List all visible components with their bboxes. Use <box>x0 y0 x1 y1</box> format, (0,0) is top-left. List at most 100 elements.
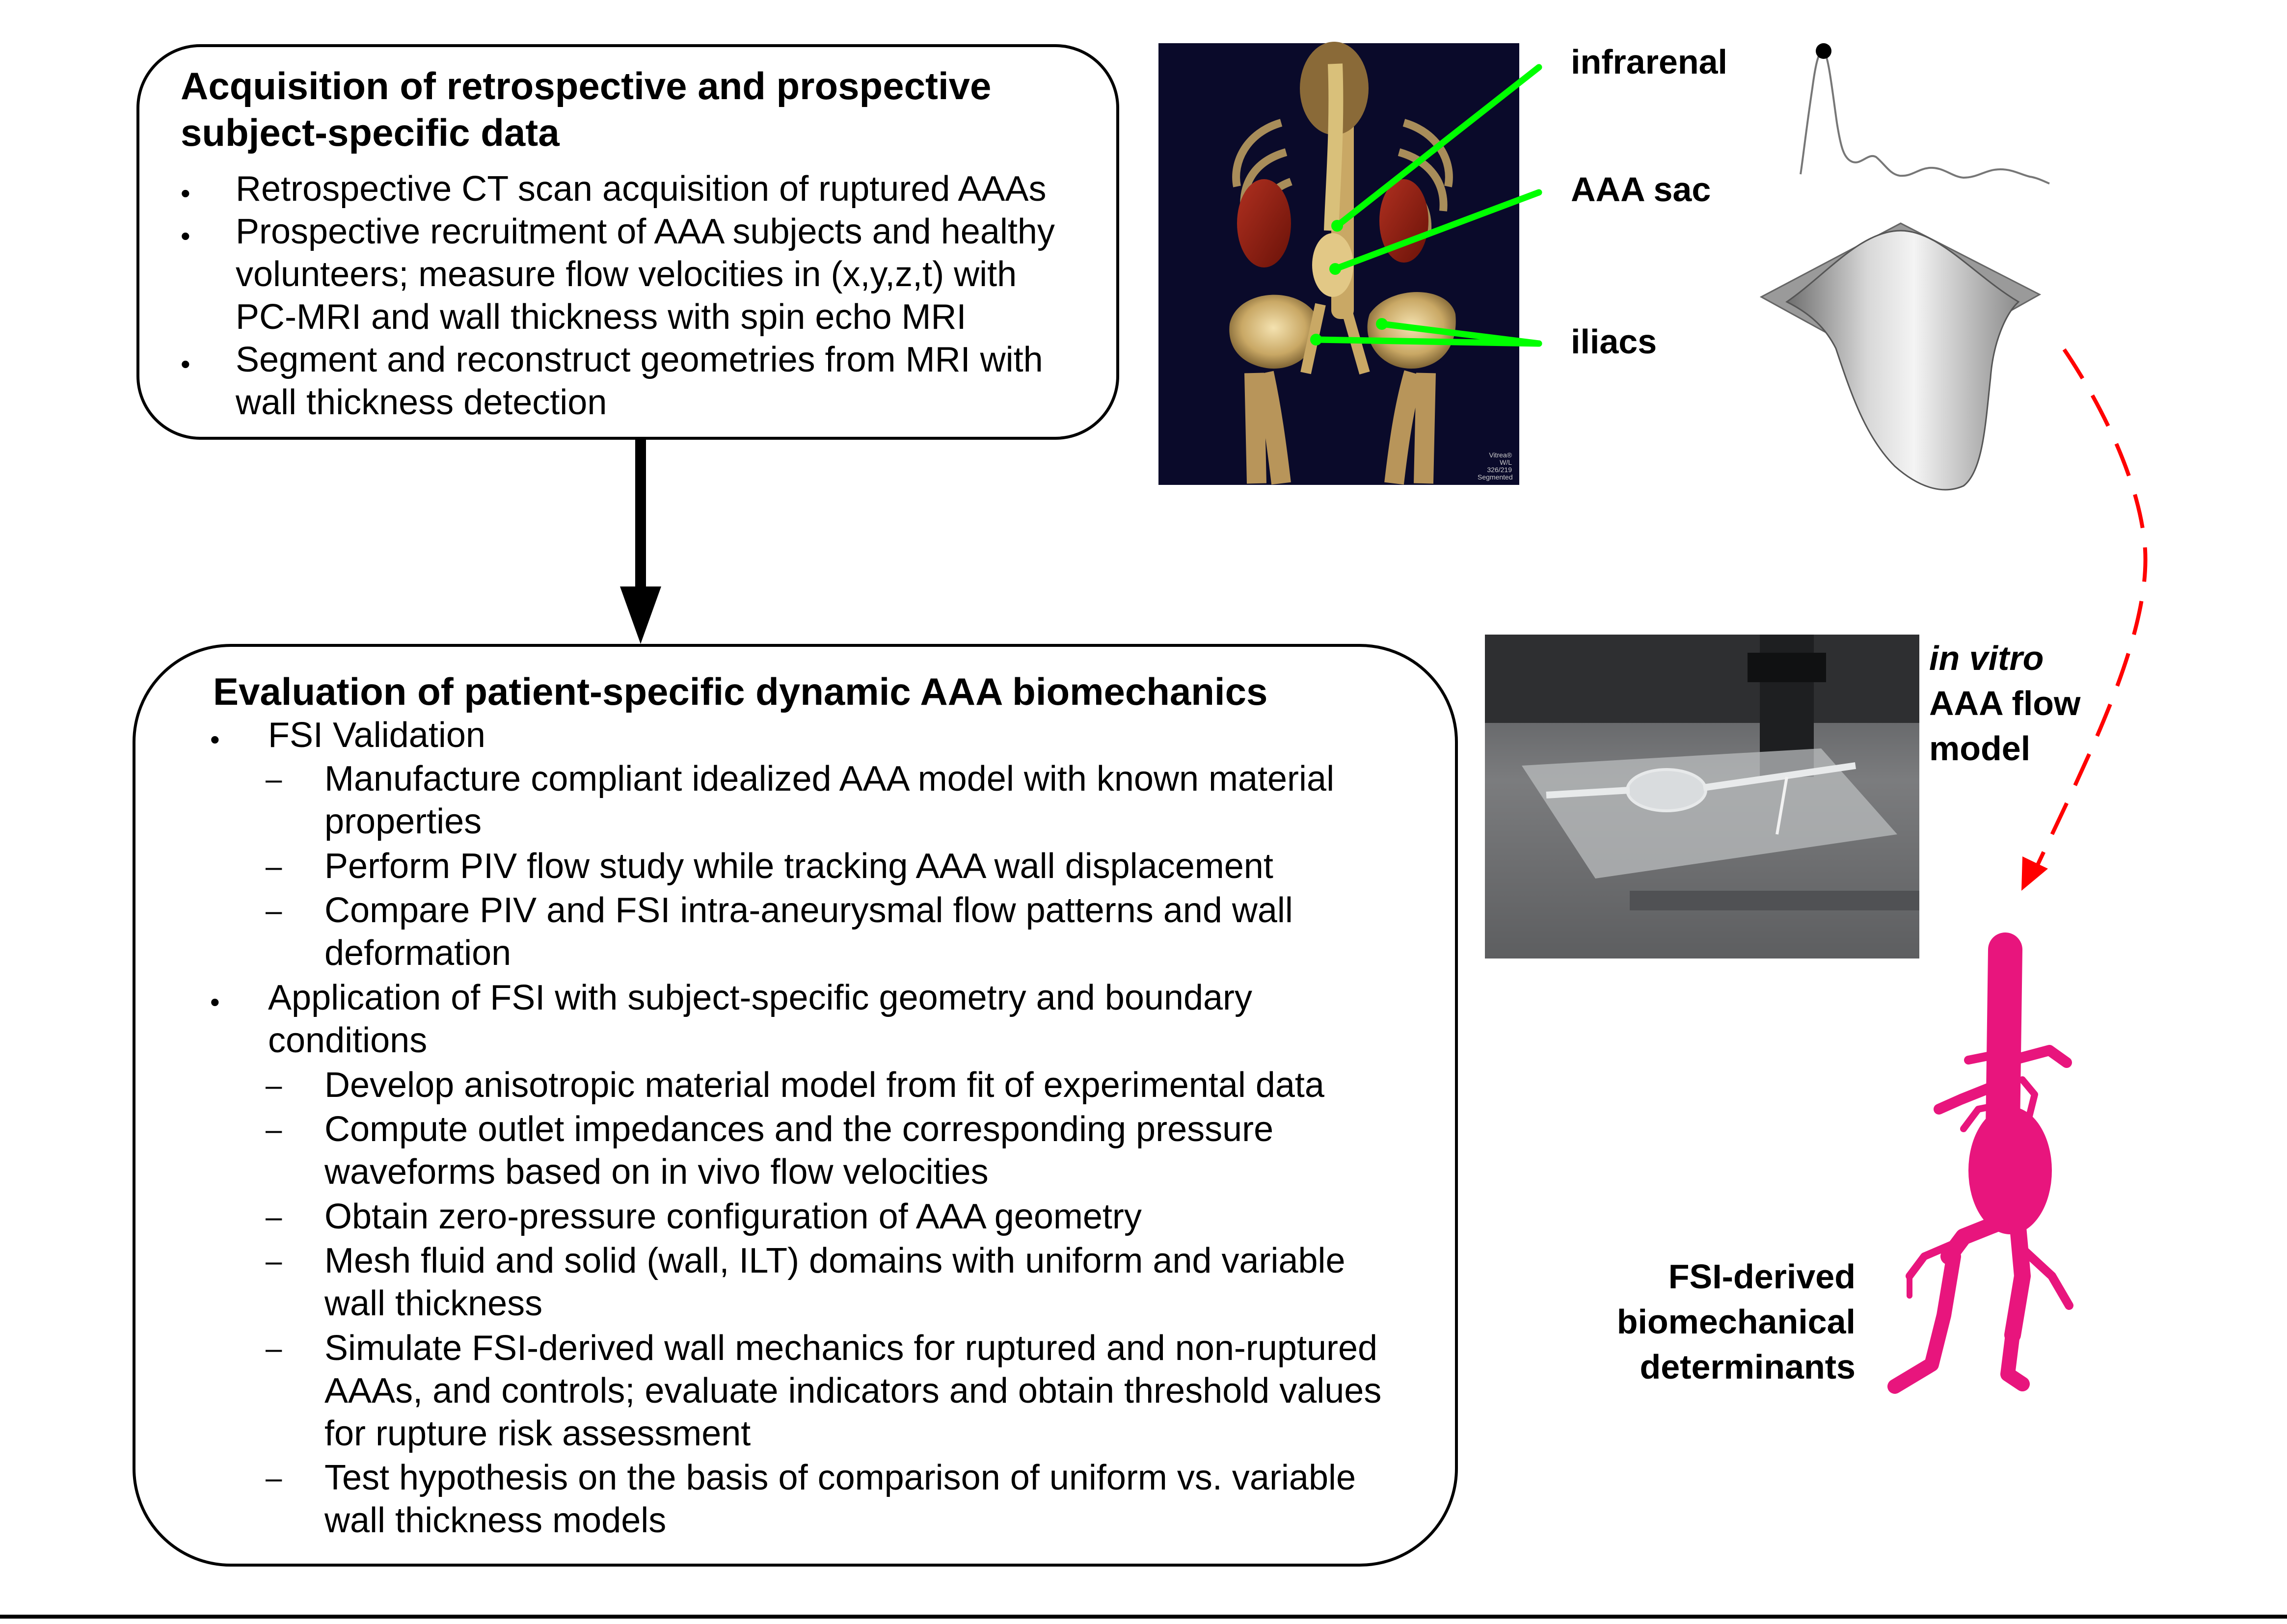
acquisition-item-1: Retrospective CT scan acquisition of rup… <box>236 168 1047 211</box>
photo-laser <box>1776 776 1788 835</box>
acquisition-item-1-line-1: Retrospective CT scan acquisition of rup… <box>236 169 1047 209</box>
ct-overlay-text: Vitrea® W/L 326/219 Segmented <box>1478 451 1513 481</box>
ct-left-femur <box>1244 371 1291 485</box>
bullet-icon: • <box>210 724 220 755</box>
acquisition-box: Acquisition of retrospective and prospec… <box>136 44 1119 440</box>
application-subitem-3: Obtain zero-pressure configuration of AA… <box>324 1196 1142 1238</box>
bottom-border <box>0 1615 2287 1619</box>
bullet-icon: • <box>181 178 190 209</box>
photo-table-edge <box>1630 891 1919 910</box>
waveform-curve <box>1800 50 2050 185</box>
label-in-vitro-line-3: model <box>1929 729 2031 768</box>
application-subitem-5-line-1: Simulate FSI-derived wall mechanics for … <box>324 1329 1378 1368</box>
application-subitem-5-line-2: AAAs, and controls; evaluate indicators … <box>324 1371 1382 1411</box>
validation-subitem-3: Compare PIV and FSI intra-aneurysmal flo… <box>324 889 1293 975</box>
acquisition-title: Acquisition of retrospective and prospec… <box>181 63 991 156</box>
model-sac <box>1785 230 2020 491</box>
application-subitem-6-line-1: Test hypothesis on the basis of comparis… <box>324 1458 1356 1497</box>
dash-icon: – <box>266 1069 282 1102</box>
acquisition-item-2-line-1: Prospective recruitment of AAA subjects … <box>236 212 1055 251</box>
application-subitem-4: Mesh fluid and solid (wall, ILT) domains… <box>324 1240 1345 1325</box>
dashed-arrow-head <box>2021 856 2048 891</box>
aaa-sac-line <box>1332 189 1542 272</box>
ct-right-femur <box>1384 370 1436 485</box>
label-in-vitro-line-1: in vitro <box>1929 639 2044 677</box>
model-renal-right <box>2007 1045 2072 1068</box>
validation-subitem-3-line-2: deformation <box>324 933 511 973</box>
model-aorta <box>1986 932 2022 1146</box>
dash-icon: – <box>266 1462 282 1494</box>
ct-left-pelvis <box>1229 294 1318 369</box>
application-subitem-4-line-2: wall thickness <box>324 1284 543 1323</box>
acquisition-item-2: Prospective recruitment of AAA subjects … <box>236 211 1055 339</box>
acquisition-title-line-2: subject-specific data <box>181 111 560 154</box>
acquisition-item-3-line-2: wall thickness detection <box>236 383 607 422</box>
model-external-iliac-left <box>1887 1249 1961 1394</box>
model-internal-iliac-left <box>1906 1238 1963 1280</box>
application-subitem-6-line-2: wall thickness models <box>324 1501 667 1540</box>
validation-subitem-3-line-1: Compare PIV and FSI intra-aneurysmal flo… <box>324 891 1293 930</box>
ct-overlay-line-1: Vitrea® <box>1489 451 1512 459</box>
acquisition-item-3-line-1: Segment and reconstruct geometries from … <box>236 340 1043 379</box>
label-infrarenal: infrarenal <box>1571 43 1727 81</box>
validation-subitem-1: Manufacture compliant idealized AAA mode… <box>324 758 1334 843</box>
dash-icon: – <box>266 1200 282 1233</box>
validation-subitem-1-line-2: properties <box>324 802 482 841</box>
application-subitem-1: Develop anisotropic material model from … <box>324 1064 1324 1107</box>
photo-aaa-phantom <box>1626 768 1707 812</box>
model-small-branch-2 <box>2019 1076 2038 1127</box>
model-internal-iliac-right <box>2016 1242 2073 1310</box>
ct-aorta <box>1324 63 1344 231</box>
patient-specific-model <box>1887 932 2073 1394</box>
infrarenal-line <box>1334 64 1542 229</box>
ct-overlay-line-3: Segmented <box>1478 473 1513 481</box>
acquisition-title-line-1: Acquisition of retrospective and prospec… <box>181 64 992 107</box>
acquisition-item-2-line-3: PC-MRI and wall thickness with spin echo… <box>236 297 967 337</box>
evaluation-title: Evaluation of patient-specific dynamic A… <box>213 670 1268 713</box>
application-subitem-2-line-1: Compute outlet impedances and the corres… <box>324 1110 1274 1149</box>
ct-overlay-line-2: W/L 326/219 <box>1487 458 1512 474</box>
dashed-arrow <box>2021 348 2148 891</box>
ct-left-kidney <box>1237 179 1291 267</box>
bullet-icon: • <box>210 986 220 1017</box>
section-fsi-validation: FSI Validation <box>268 714 485 757</box>
label-aaa-sac: AAA sac <box>1571 170 1711 209</box>
iliac-right-line <box>1378 320 1542 347</box>
model-renal-stub <box>1964 1051 1997 1065</box>
photo-tubing <box>1546 762 1857 799</box>
model-small-branch <box>1960 1101 2006 1132</box>
waveform-peak-dot <box>1816 43 1831 59</box>
application-subitem-5: Simulate FSI-derived wall mechanics for … <box>324 1327 1381 1455</box>
flow-arrow-head <box>620 586 661 644</box>
section-fsi-application-line-1: Application of FSI with subject-specific… <box>268 978 1253 1017</box>
section-fsi-validation-line-1: FSI Validation <box>268 716 485 755</box>
label-iliacs: iliacs <box>1571 322 1657 361</box>
label-fsi-line-2: biomechanical <box>1616 1303 1856 1341</box>
dash-icon: – <box>266 1245 282 1278</box>
label-fsi-line-1: FSI-derived <box>1668 1257 1856 1296</box>
dash-icon: – <box>266 1332 282 1365</box>
acquisition-item-3: Segment and reconstruct geometries from … <box>236 339 1043 424</box>
label-fsi-line-3: determinants <box>1640 1348 1856 1386</box>
evaluation-box: Evaluation of patient-specific dynamic A… <box>133 644 1458 1567</box>
application-subitem-4-line-1: Mesh fluid and solid (wall, ILT) domains… <box>324 1241 1345 1280</box>
flow-waveform <box>1800 43 2050 185</box>
section-fsi-application: Application of FSI with subject-specific… <box>268 977 1252 1062</box>
dash-icon: – <box>266 850 282 883</box>
application-subitem-3-line-1: Obtain zero-pressure configuration of AA… <box>324 1197 1142 1236</box>
label-in-vitro-line-2: AAA flow <box>1929 684 2081 722</box>
model-iliac-right-upper <box>2004 1214 2031 1343</box>
bullet-icon: • <box>181 220 190 251</box>
application-subitem-2-line-2: waveforms based on in vivo flow velociti… <box>324 1152 989 1192</box>
flow-arrow <box>620 440 661 644</box>
label-in-vitro: in vitro AAA flow model <box>1929 636 2080 771</box>
section-fsi-application-line-2: conditions <box>268 1021 428 1060</box>
bullet-icon: • <box>181 348 190 379</box>
application-subitem-2: Compute outlet impedances and the corres… <box>324 1108 1273 1194</box>
model-renal-left <box>1934 1079 2003 1115</box>
ct-image <box>1158 42 1519 485</box>
application-subitem-5-line-3: for rupture risk assessment <box>324 1414 751 1453</box>
photo-upper-shadow <box>1485 635 1919 723</box>
idealized-aaa-model <box>1759 222 2042 491</box>
